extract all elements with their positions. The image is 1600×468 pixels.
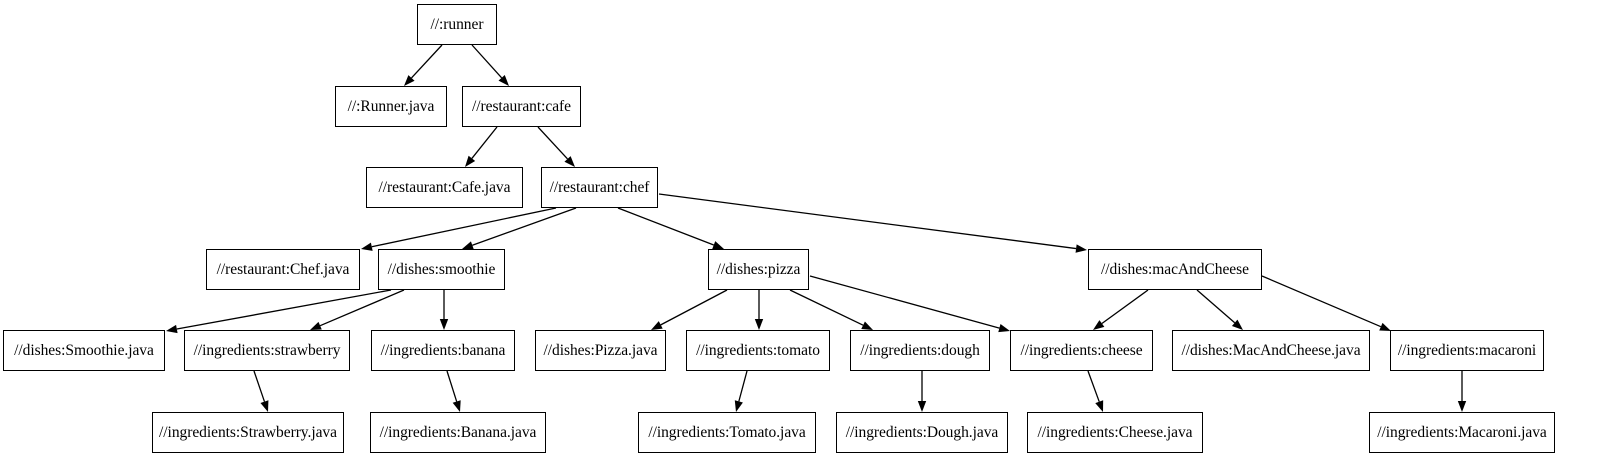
graph-node-label: //restaurant:Cafe.java — [378, 178, 511, 196]
graph-node-runner_java[interactable]: //:Runner.java — [335, 86, 447, 127]
graph-node-ing_strawberry[interactable]: //ingredients:strawberry — [184, 330, 350, 371]
graph-node-label: //dishes:Smoothie.java — [14, 341, 154, 359]
graph-node-label: //ingredients:strawberry — [193, 341, 341, 359]
graph-node-label: //ingredients:Cheese.java — [1037, 423, 1193, 441]
graph-node-ing_cheese[interactable]: //ingredients:cheese — [1010, 330, 1153, 371]
graph-node-macaroni_java[interactable]: //ingredients:Macaroni.java — [1369, 412, 1555, 453]
graph-node-label: //ingredients:Tomato.java — [648, 423, 806, 441]
graph-node-label: //ingredients:banana — [380, 341, 506, 359]
graph-node-pizza_java[interactable]: //dishes:Pizza.java — [535, 330, 666, 371]
graph-node-label: //dishes:MacAndCheese.java — [1181, 341, 1361, 359]
graph-node-chef_java[interactable]: //restaurant:Chef.java — [206, 249, 360, 290]
graph-node-restaurant_cafe[interactable]: //restaurant:cafe — [462, 86, 581, 127]
graph-node-dough_java[interactable]: //ingredients:Dough.java — [836, 412, 1008, 453]
graph-node-label: //restaurant:chef — [549, 178, 650, 196]
graph-node-label: //ingredients:tomato — [696, 341, 820, 359]
graph-node-mac_java[interactable]: //dishes:MacAndCheese.java — [1172, 330, 1370, 371]
graph-node-dishes_smoothie[interactable]: //dishes:smoothie — [378, 249, 505, 290]
graph-node-label: //dishes:pizza — [716, 260, 801, 278]
graph-node-label: //ingredients:Dough.java — [845, 423, 999, 441]
graph-node-label: //ingredients:cheese — [1020, 341, 1143, 359]
graph-node-ing_macaroni[interactable]: //ingredients:macaroni — [1390, 330, 1544, 371]
graph-node-dishes_pizza[interactable]: //dishes:pizza — [708, 249, 809, 290]
graph-node-label: //dishes:smoothie — [387, 260, 496, 278]
graph-node-tomato_java[interactable]: //ingredients:Tomato.java — [638, 412, 816, 453]
graph-node-label: //ingredients:Macaroni.java — [1377, 423, 1547, 441]
graph-node-strawberry_java[interactable]: //ingredients:Strawberry.java — [152, 412, 344, 453]
graph-node-label: //dishes:macAndCheese — [1101, 260, 1249, 278]
graph-node-runner[interactable]: //:runner — [417, 4, 497, 45]
graph-node-ing_banana[interactable]: //ingredients:banana — [371, 330, 515, 371]
graph-node-label: //ingredients:macaroni — [1397, 341, 1537, 359]
graph-node-label: //:Runner.java — [347, 97, 435, 115]
graph-node-label: //dishes:Pizza.java — [543, 341, 658, 359]
graph-node-label: //ingredients:Strawberry.java — [159, 423, 337, 441]
graph-node-ing_tomato[interactable]: //ingredients:tomato — [686, 330, 830, 371]
graph-node-label: //restaurant:Chef.java — [216, 260, 350, 278]
graph-node-label: //:runner — [430, 15, 484, 33]
graph-node-cafe_java[interactable]: //restaurant:Cafe.java — [366, 167, 523, 208]
graph-node-smoothie_java[interactable]: //dishes:Smoothie.java — [3, 330, 165, 371]
graph-node-ing_dough[interactable]: //ingredients:dough — [850, 330, 990, 371]
graph-node-banana_java[interactable]: //ingredients:Banana.java — [370, 412, 546, 453]
graph-node-label: //restaurant:cafe — [472, 97, 571, 115]
graph-node-label: //ingredients:Banana.java — [379, 423, 537, 441]
graph-node-cheese_java[interactable]: //ingredients:Cheese.java — [1027, 412, 1203, 453]
graph-node-restaurant_chef[interactable]: //restaurant:chef — [541, 167, 658, 208]
graph-node-dishes_mac[interactable]: //dishes:macAndCheese — [1088, 249, 1262, 290]
graph-node-label: //ingredients:dough — [860, 341, 980, 359]
